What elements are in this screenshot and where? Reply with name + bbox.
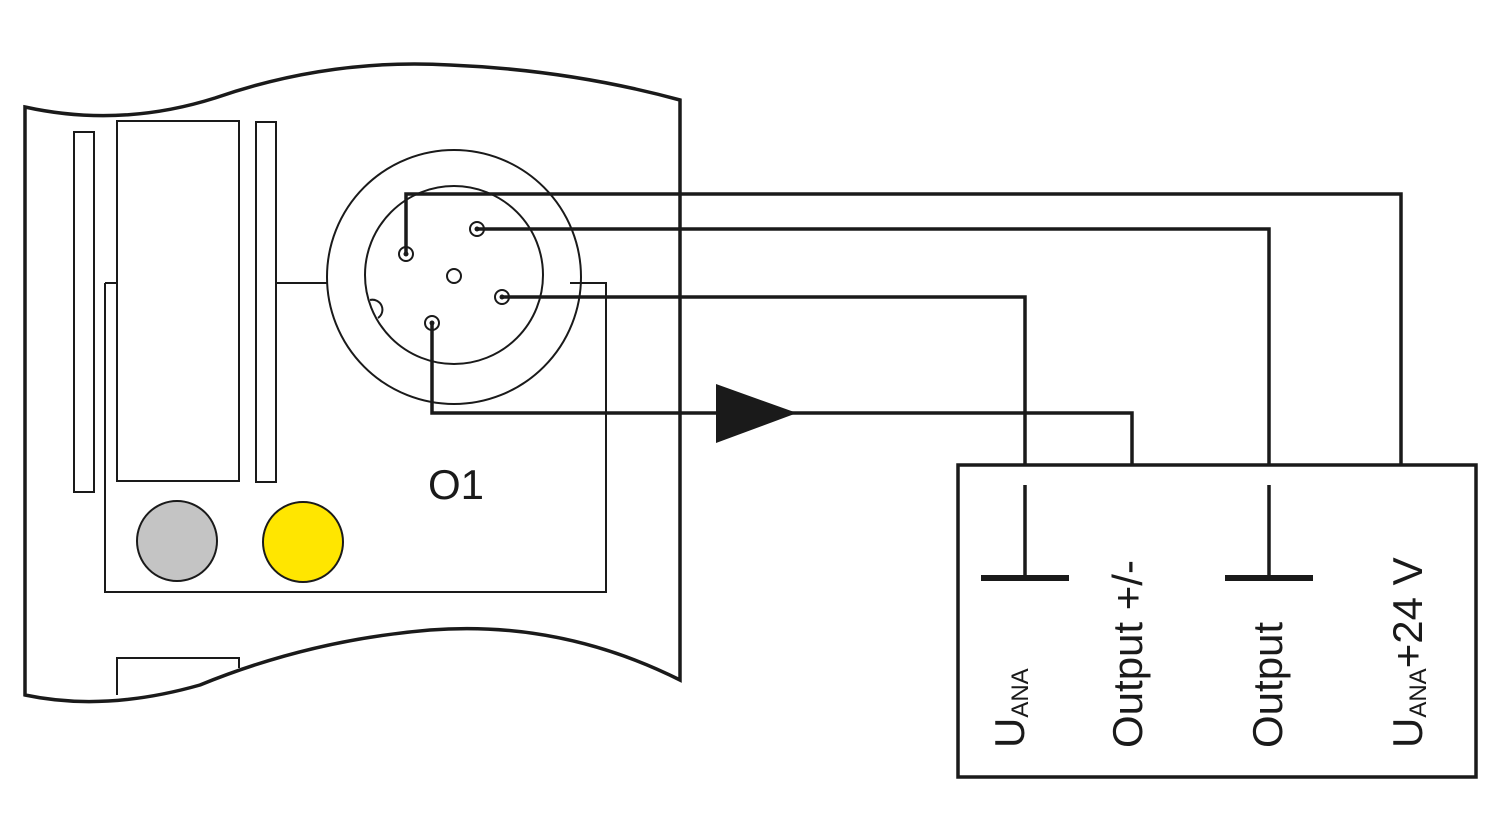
- diode-arrow-icon: [716, 384, 797, 443]
- wire-ground: [502, 295, 1027, 465]
- m12-connector: [326, 149, 582, 405]
- device-label-area: [104, 282, 607, 593]
- wires: [404, 192, 1403, 465]
- status-led-yellow: [262, 501, 344, 583]
- status-led-gray: [136, 500, 218, 582]
- terminal-block: UANA Output +/- Output UANA+24 V: [956, 463, 1478, 779]
- ground-symbol-icon: [981, 485, 1069, 581]
- device-slot-right: [255, 121, 277, 483]
- terminal-label-uana: UANA: [986, 668, 1034, 748]
- terminal-label-uana-24v: UANA+24 V: [1384, 557, 1432, 748]
- terminal-label-output-pm: Output +/-: [1104, 560, 1151, 748]
- terminal-label-output: Output: [1244, 622, 1291, 748]
- device-slot-left: [73, 131, 95, 493]
- wire-output: [477, 227, 1271, 465]
- wire-supply-24v: [404, 192, 1403, 465]
- device-module: [116, 120, 240, 482]
- device-housing: [23, 62, 682, 704]
- ground-symbol-icon: [1225, 485, 1313, 581]
- wire-analog-output: [430, 323, 1134, 465]
- connector-pin-center: [446, 268, 462, 284]
- device-bottom-tab: [116, 657, 240, 695]
- port-label: O1: [428, 461, 484, 508]
